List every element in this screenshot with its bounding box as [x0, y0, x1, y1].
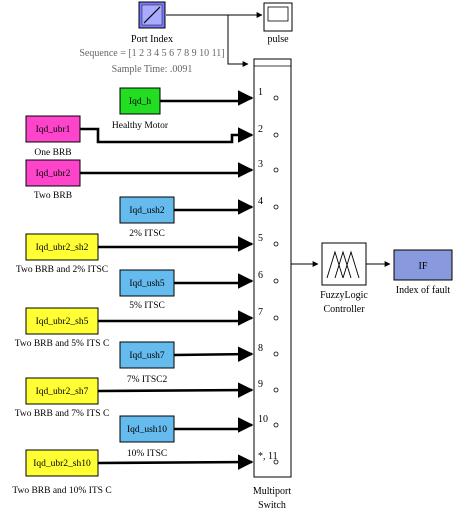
- input-block-name: Iqd_h: [129, 97, 151, 107]
- signal-wire: [80, 162, 254, 178]
- port-index-label: Port Index: [131, 34, 173, 45]
- switch-ports: 1 2 3 4 5 6 7 8 9 10 *, 11: [258, 87, 279, 465]
- input-block-caption: Two BRB and 5% ITS C: [15, 339, 110, 349]
- signal-wire: [98, 310, 254, 326]
- input-block-1[interactable]: Iqd_h: [119, 87, 161, 115]
- switch-port-label: 9: [258, 379, 263, 390]
- switch-port-label: 10: [258, 414, 268, 425]
- scope-label: pulse: [267, 34, 289, 45]
- switch-port-label: 1: [258, 87, 263, 98]
- signal-wire: [174, 417, 254, 433]
- ramp-icon: [143, 6, 161, 24]
- signal-wire: [80, 127, 254, 144]
- signal-wire: [174, 273, 254, 289]
- switch-port-dot: [273, 278, 279, 284]
- input-block-8[interactable]: Iqd_ush7: [119, 341, 175, 369]
- input-block-caption: 2% ITSC: [129, 229, 165, 239]
- input-block-caption: 5% ITSC: [129, 301, 165, 311]
- multiport-switch-block[interactable]: [253, 58, 292, 478]
- switch-port-dot: [273, 241, 279, 247]
- input-block-4[interactable]: Iqd_ush2: [119, 196, 175, 224]
- input-block-10[interactable]: Iqd_ush10: [119, 415, 175, 443]
- port-index-wires: [166, 12, 263, 67]
- signal-wire: [174, 199, 254, 215]
- input-block-name: Iqd_ubr2_sh7: [36, 387, 89, 397]
- switch-port-label: 6: [258, 270, 263, 281]
- input-block-11[interactable]: Iqd_ubr2_sh10: [25, 449, 99, 477]
- input-block-name: Iqd_ush2: [129, 206, 165, 216]
- signal-wire: [173, 346, 254, 362]
- input-block-caption: 10% ITSC: [127, 449, 167, 459]
- switch-port-label: 8: [258, 343, 263, 354]
- input-block-caption: Two BRB and 2% ITSC: [16, 265, 108, 275]
- pulse-scope-block[interactable]: [263, 2, 293, 32]
- input-block-caption: Healthy Motor: [112, 121, 169, 131]
- signal-wire: [98, 236, 254, 252]
- switch-port-label: *, 11: [258, 451, 278, 462]
- switch-port-dot: [273, 315, 279, 321]
- if-output-name: IF: [419, 261, 428, 272]
- input-block-caption: 7% ITSC2: [127, 375, 168, 385]
- switch-label-line2: Switch: [258, 500, 286, 511]
- input-block-name: Iqd_ubr2: [36, 169, 71, 179]
- switch-port-label: 7: [258, 307, 263, 318]
- sample-time-text: Sample Time: .0091: [112, 64, 193, 75]
- input-block-caption: One BRB: [34, 148, 71, 158]
- switch-port-dot: [273, 351, 279, 357]
- input-block-name: Iqd_ush10: [127, 425, 167, 435]
- input-block-5[interactable]: Iqd_ubr2_sh2: [25, 233, 99, 261]
- fuzzy-logic-block[interactable]: [321, 242, 367, 286]
- switch-port-dot: [273, 95, 279, 101]
- signal-wire: [97, 454, 254, 470]
- input-block-3[interactable]: Iqd_ubr2: [25, 159, 81, 187]
- switch-port-dot: [273, 204, 279, 210]
- input-block-name: Iqd_ubr2_sh10: [33, 459, 91, 469]
- input-block-2[interactable]: Iqd_ubr1: [25, 115, 81, 143]
- sequence-text: Sequence = [1 2 3 4 5 6 7 8 9 10 11]: [79, 48, 224, 59]
- switch-port-dot: [273, 387, 279, 393]
- switch-port-dot: [273, 422, 279, 428]
- input-block-name: Iqd_ubr2_sh2: [36, 243, 89, 253]
- fuzzy-label-line1: FuzzyLogic: [320, 290, 368, 301]
- signal-wire: [160, 90, 254, 106]
- if-output-caption: Index of fault: [396, 285, 451, 296]
- switch-port-dot: [273, 167, 279, 173]
- scope-icon: [267, 6, 289, 22]
- switch-port-label: 2: [258, 124, 263, 135]
- fuzzy-label-line2: Controller: [323, 304, 365, 315]
- input-block-caption: Two BRB and 7% ITS C: [15, 409, 110, 419]
- switch-label-line1: Multiport: [253, 486, 292, 497]
- port-index-block[interactable]: [138, 1, 166, 29]
- input-block-9[interactable]: Iqd_ubr2_sh7: [25, 377, 99, 405]
- input-block-caption: Two BRB: [34, 191, 72, 201]
- if-output-block[interactable]: IF: [393, 249, 453, 281]
- input-block-6[interactable]: Iqd_ush5: [119, 269, 175, 297]
- input-block-name: Iqd_ubr1: [36, 125, 71, 135]
- input-block-name: Iqd_ush5: [129, 279, 165, 289]
- switch-port-dot: [273, 132, 279, 138]
- input-block-caption: Two BRB and 10% ITS C: [12, 486, 111, 496]
- signal-wire: [97, 382, 254, 398]
- switch-port-dot: [273, 459, 279, 465]
- input-block-name: Iqd_ubr2_sh5: [36, 317, 89, 327]
- fuzzy-membership-icon: [326, 250, 360, 279]
- switch-port-label: 4: [258, 196, 263, 207]
- input-block-name: Iqd_ush7: [129, 351, 165, 361]
- input-block-7[interactable]: Iqd_ubr2_sh5: [25, 307, 99, 335]
- switch-port-label: 3: [258, 159, 263, 170]
- switch-port-label: 5: [258, 233, 263, 244]
